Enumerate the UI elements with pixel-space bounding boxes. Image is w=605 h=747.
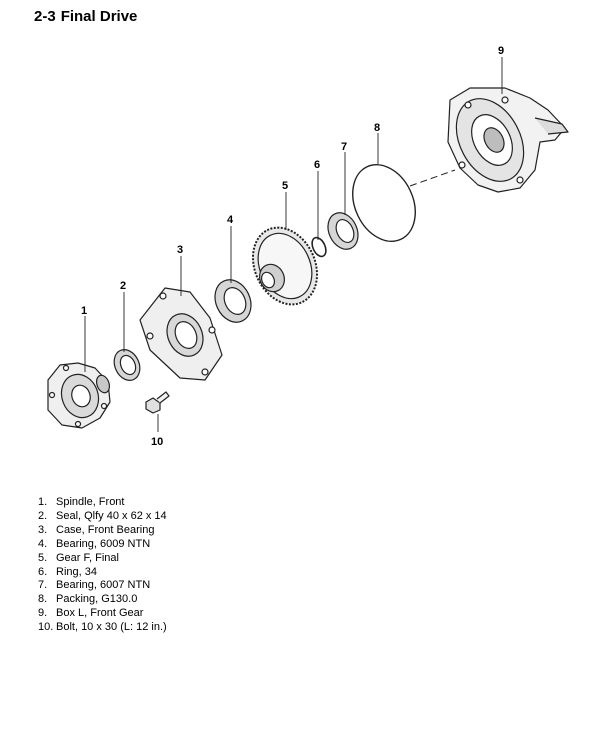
part-bearing-6007: [327, 212, 359, 250]
parts-list-item: 7.Bearing, 6007 NTN: [38, 579, 151, 592]
part-seal: [113, 349, 141, 381]
parts-list-item: 3.Case, Front Bearing: [38, 523, 155, 536]
part-bearing-6009: [214, 279, 252, 323]
part-ring: [311, 236, 327, 258]
callout-2: 2: [120, 280, 126, 292]
parts-list-item: 1.Spindle, Front: [38, 496, 125, 508]
parts-list: 1.Spindle, Front 2.Seal, Qlfy 40 x 62 x …: [38, 496, 167, 635]
part-gear-box: [447, 87, 569, 193]
part-packing-o-ring: [352, 164, 416, 242]
callout-9: 9: [498, 45, 504, 57]
parts-list-item: 8.Packing, G130.0: [38, 593, 138, 606]
section-title: Final Drive: [60, 8, 138, 25]
section-number: 2-3: [34, 8, 56, 25]
callout-8: 8: [374, 122, 380, 134]
callout-7: 7: [341, 141, 347, 153]
parts-list-item: 9.Box L, Front Gear: [38, 607, 144, 620]
exploded-view-diagram: 1 2 3 4 5 6 7 8 9 10: [47, 45, 569, 448]
callout-5: 5: [282, 180, 288, 192]
part-final-gear: [251, 226, 319, 306]
callout-4: 4: [227, 214, 234, 226]
part-spindle: [47, 362, 111, 429]
callout-1: 1: [81, 305, 87, 317]
part-front-bearing-case: [139, 287, 223, 381]
callout-10: 10: [151, 436, 163, 448]
parts-list-item: 10.Bolt, 10 x 30 (L: 12 in.): [38, 621, 167, 634]
parts-list-item: 5.Gear F, Final: [38, 551, 119, 564]
parts-list-item: 2.Seal, Qlfy 40 x 62 x 14: [38, 509, 167, 522]
part-bolt: [145, 391, 170, 414]
leader-lines: [84, 57, 503, 432]
callout-6: 6: [314, 159, 320, 171]
callout-3: 3: [177, 244, 183, 256]
parts-list-item: 4.Bearing, 6009 NTN: [38, 537, 151, 550]
parts-list-item: 6.Ring, 34: [38, 565, 97, 578]
